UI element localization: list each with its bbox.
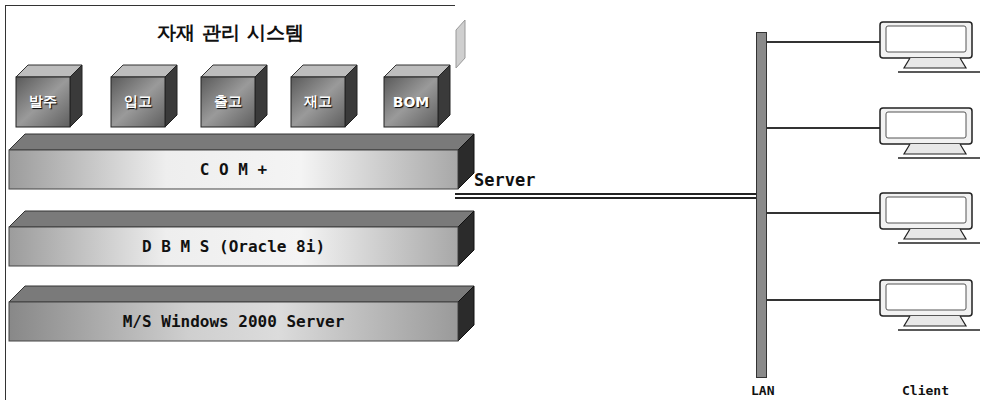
bus-label: LAN xyxy=(751,383,774,398)
network-link-inner xyxy=(455,195,756,197)
layer-name: M/S Windows 2000 Server xyxy=(9,302,458,341)
client-monitor xyxy=(880,22,980,72)
network-link xyxy=(455,193,756,199)
module-name: 출고 xyxy=(201,77,255,127)
layer-name: D B M S (Oracle 8i) xyxy=(9,227,458,266)
client-monitors xyxy=(880,22,980,330)
server-label: Server xyxy=(474,170,535,190)
module-name: 입고 xyxy=(111,77,165,127)
client-label: Client xyxy=(902,383,949,398)
layer-band: M/S Windows 2000 Server xyxy=(9,286,474,341)
system-title: 자재 관리 시스템 xyxy=(6,20,455,46)
module-cube: 입고 xyxy=(111,61,177,127)
lan-bus: LAN xyxy=(756,32,767,378)
client-monitor xyxy=(880,193,980,243)
module-cube: BOM xyxy=(384,61,450,127)
layer-band: C O M + xyxy=(9,134,474,189)
client-monitor xyxy=(880,280,980,330)
module-name: BOM xyxy=(384,77,438,127)
module-name: 재고 xyxy=(291,77,345,127)
module-cube: 발주 xyxy=(16,61,82,127)
layer-band: D B M S (Oracle 8i) xyxy=(9,211,474,266)
module-name: 발주 xyxy=(16,77,70,127)
module-cube: 출고 xyxy=(201,61,267,127)
client-wires xyxy=(767,42,880,300)
module-cube: 재고 xyxy=(291,61,357,127)
system-panel: 발주 입고 출고 재고 BOM C O M + D B M S (Oracle 8i) M/S… xyxy=(5,5,455,400)
deco-bar xyxy=(456,20,465,68)
client-monitor xyxy=(880,108,980,158)
layer-name: C O M + xyxy=(9,150,458,189)
